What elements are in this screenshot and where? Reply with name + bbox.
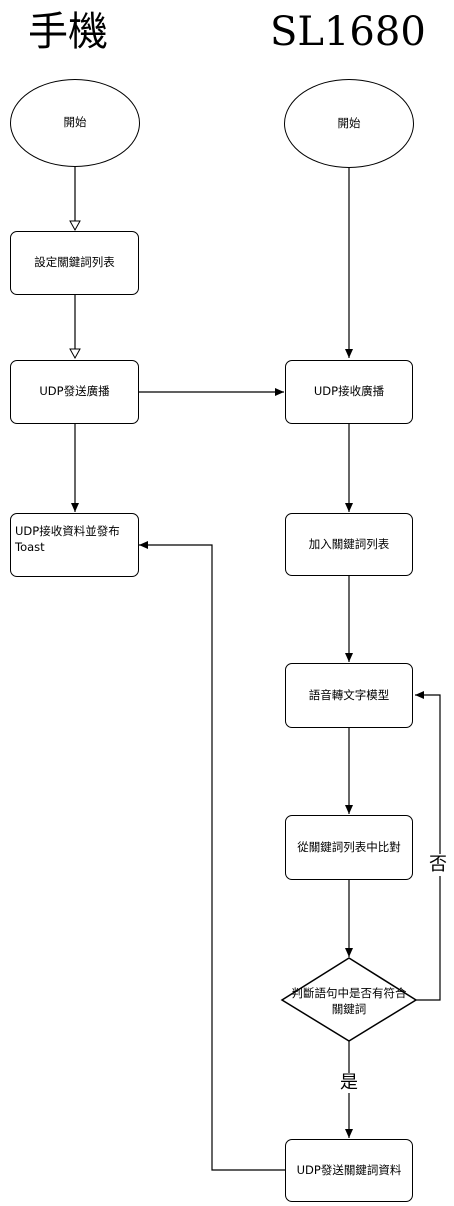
edge-send-to-phone xyxy=(139,541,285,1171)
udp-receive-toast-step: UDP接收資料並發布 Toast xyxy=(10,513,139,577)
edge-decision-no-loop xyxy=(415,691,441,1001)
set-keywords-step: 設定關鍵詞列表 xyxy=(10,231,139,295)
device-column-title: SL1680 xyxy=(270,9,426,55)
device-start-node: 開始 xyxy=(284,79,414,168)
add-keywords-step: 加入關鍵詞列表 xyxy=(285,513,413,576)
speech-to-text-step: 語音轉文字模型 xyxy=(285,663,413,728)
udp-receive-toast-line2: Toast xyxy=(15,539,45,554)
udp-receive-broadcast-step: UDP接收廣播 xyxy=(285,360,413,424)
phone-column-title: 手機 xyxy=(28,9,108,55)
yes-branch-label: 是 xyxy=(338,1072,360,1093)
decision-label-line2: 關鍵詞 xyxy=(331,1002,367,1017)
keyword-compare-step: 從關鍵詞列表中比對 xyxy=(285,815,413,880)
no-branch-label: 否 xyxy=(428,854,448,876)
decision-diamond xyxy=(280,957,418,1042)
decision-label: 判斷語句中是否有符合 關鍵詞 xyxy=(279,985,419,1017)
decision-label-line1: 判斷語句中是否有符合 xyxy=(291,986,407,1000)
udp-send-keywords-step: UDP發送關鍵詞資料 xyxy=(285,1139,413,1202)
udp-broadcast-step: UDP發送廣播 xyxy=(10,360,139,424)
udp-receive-toast-line1: UDP接收資料並發布 xyxy=(15,524,120,538)
phone-start-node: 開始 xyxy=(10,79,140,167)
